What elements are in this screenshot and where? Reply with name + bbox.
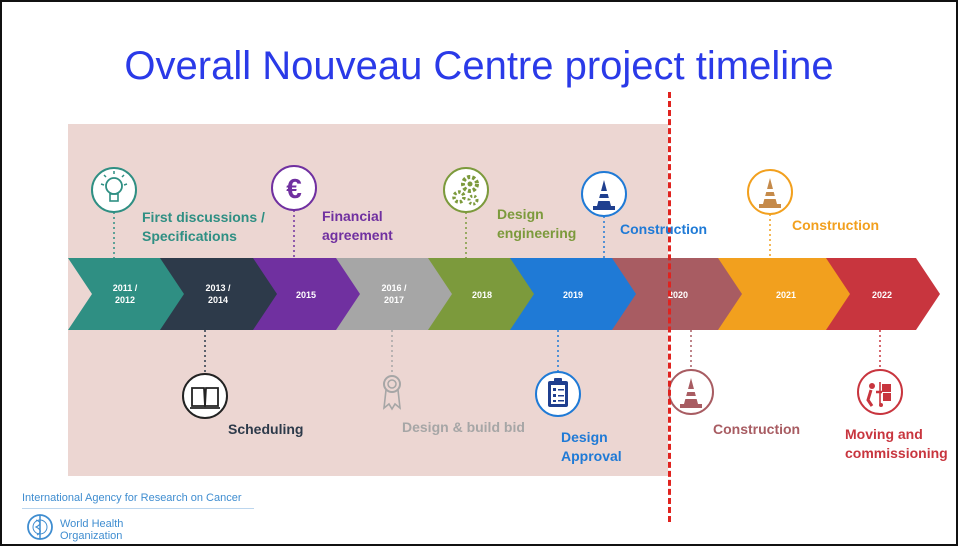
label-financial-agreement: Financial agreement — [322, 207, 393, 245]
label-first-discussions-line2: Specifications — [142, 228, 237, 244]
hand-truck-icon — [857, 369, 903, 415]
traffic-cone-icon — [581, 171, 627, 217]
current-date-marker — [668, 92, 671, 522]
label-scheduling: Scheduling — [228, 420, 303, 439]
year-label-2013-2014: 2013 /2014 — [205, 283, 231, 305]
traffic-cone-icon — [668, 369, 714, 415]
label-construction-2019: Construction — [620, 220, 707, 239]
label-construction-2021: Construction — [792, 216, 879, 235]
who-name: World Health Organization — [60, 518, 123, 542]
timeline-arrow-2021 — [718, 258, 852, 330]
label-design-build-bid-line1: Design & build bid — [402, 419, 525, 435]
timeline-arrow-2018 — [428, 258, 536, 330]
traffic-cone-icon — [747, 169, 793, 215]
gears-icon — [443, 167, 489, 213]
timeline-arrow-2016-2017 — [336, 258, 454, 330]
svg-text:€: € — [286, 173, 302, 204]
label-design-approval-line1: Design — [561, 429, 608, 445]
page-title: Overall Nouveau Centre project timeline — [124, 44, 834, 88]
label-moving-line2: commissioning — [845, 445, 948, 461]
year-label-2018: 2018 — [472, 290, 492, 300]
label-construction-2019-line1: Construction — [620, 221, 708, 237]
label-design-engineering-line2: engineering — [497, 225, 577, 241]
label-construction-2020-line1: Construction — [713, 421, 801, 437]
iarc-divider — [22, 508, 254, 509]
year-label-2015: 2015 — [296, 290, 316, 300]
euro-icon: € — [271, 165, 317, 211]
iarc-name: International Agency for Research on Can… — [22, 492, 242, 504]
label-first-discussions-line1: First discussions / — [142, 209, 265, 225]
label-design-approval-line2: Approval — [561, 448, 622, 464]
label-financial-line1: Financial — [322, 208, 383, 224]
who-name-line2: Organization — [60, 530, 123, 542]
year-label-2016-2017: 2016 /2017 — [381, 283, 407, 305]
award-ribbon-icon — [382, 375, 402, 411]
clipboard-icon — [535, 371, 581, 417]
timeline-arrow-2013-2014 — [160, 258, 279, 330]
label-moving-commissioning: Moving and commissioning — [845, 425, 948, 463]
timeline-arrow-2019 — [510, 258, 638, 330]
label-design-build-bid: Design & build bid — [402, 418, 525, 437]
timeline-arrow-2020 — [612, 258, 744, 330]
book-icon — [182, 373, 228, 419]
label-design-engineering: Design engineering — [497, 205, 576, 243]
label-first-discussions: First discussions / Specifications — [142, 208, 265, 246]
timeline-arrow-2022 — [826, 258, 940, 330]
year-label-2022: 2022 — [872, 290, 892, 300]
who-emblem-icon — [27, 514, 53, 540]
timeline-arrow-2011-2012 — [68, 258, 186, 330]
who-name-line1: World Health — [60, 518, 124, 530]
label-design-approval: Design Approval — [561, 428, 622, 466]
timeline-arrow-2015 — [253, 258, 362, 330]
year-label-2021: 2021 — [776, 290, 796, 300]
label-construction-2021-line1: Construction — [792, 217, 880, 233]
lightbulb-icon — [91, 167, 137, 213]
year-label-2011-2012: 2011 /2012 — [113, 283, 138, 305]
label-scheduling-line1: Scheduling — [228, 421, 304, 437]
year-label-2019: 2019 — [563, 290, 583, 300]
label-construction-2020: Construction — [713, 420, 800, 439]
label-moving-line1: Moving and — [845, 426, 923, 442]
timeline-arrows — [68, 258, 940, 330]
label-financial-line2: agreement — [322, 227, 393, 243]
label-design-engineering-line1: Design — [497, 206, 544, 222]
year-label-2020: 2020 — [668, 290, 688, 300]
